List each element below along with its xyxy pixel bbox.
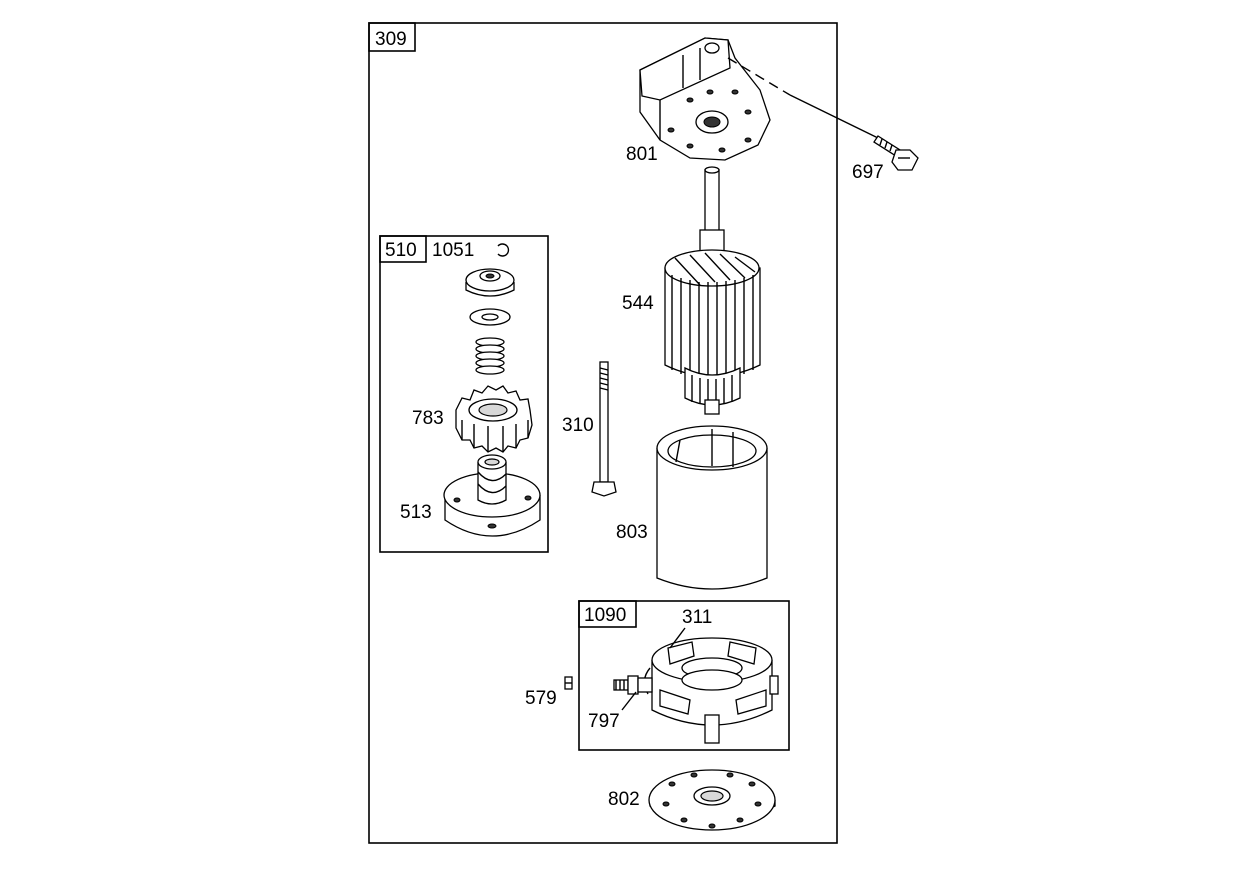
assembly-id-box (368, 22, 416, 52)
group-frame-brush (578, 600, 790, 751)
callout-801: 801 (626, 144, 658, 165)
group-id-box-pinion (379, 235, 427, 263)
callout-544: 544 (622, 293, 654, 314)
part-802-end-plate (648, 769, 776, 831)
group-frame-pinion (379, 235, 549, 553)
assembly-frame (368, 22, 838, 844)
group-id-box-brush (578, 600, 637, 628)
callout-513: 513 (400, 502, 432, 523)
leader-697b (789, 94, 879, 139)
part-310-bolt (591, 361, 617, 497)
part-spring (475, 337, 505, 375)
leader-697 (727, 57, 791, 96)
callout-803: 803 (616, 522, 648, 543)
part-brush-holder (643, 637, 779, 744)
part-579-nut (564, 676, 573, 690)
part-stop-cap (465, 268, 515, 297)
part-697-screw (873, 135, 919, 171)
part-783-pinion-gear (455, 385, 533, 453)
callout-797: 797 (588, 711, 620, 732)
assembly-id: 309 (375, 29, 407, 50)
part-801-bracket (639, 37, 771, 161)
part-washer (469, 308, 511, 326)
callout-310: 310 (562, 415, 594, 436)
leader-311 (669, 627, 686, 649)
part-797-terminal (613, 675, 653, 695)
part-513-clutch (443, 454, 541, 537)
part-1051-clip (497, 243, 510, 257)
group-id-pinion: 510 (385, 240, 417, 261)
part-803-housing (656, 425, 768, 590)
callout-783: 783 (412, 408, 444, 429)
group-id-brush: 1090 (584, 605, 626, 626)
callout-802: 802 (608, 789, 640, 810)
callout-697: 697 (852, 162, 884, 183)
callout-311: 311 (682, 607, 712, 628)
callout-579: 579 (525, 688, 557, 709)
leader-797 (621, 691, 637, 711)
part-544-armature (664, 166, 761, 415)
callout-1051: 1051 (432, 240, 474, 261)
